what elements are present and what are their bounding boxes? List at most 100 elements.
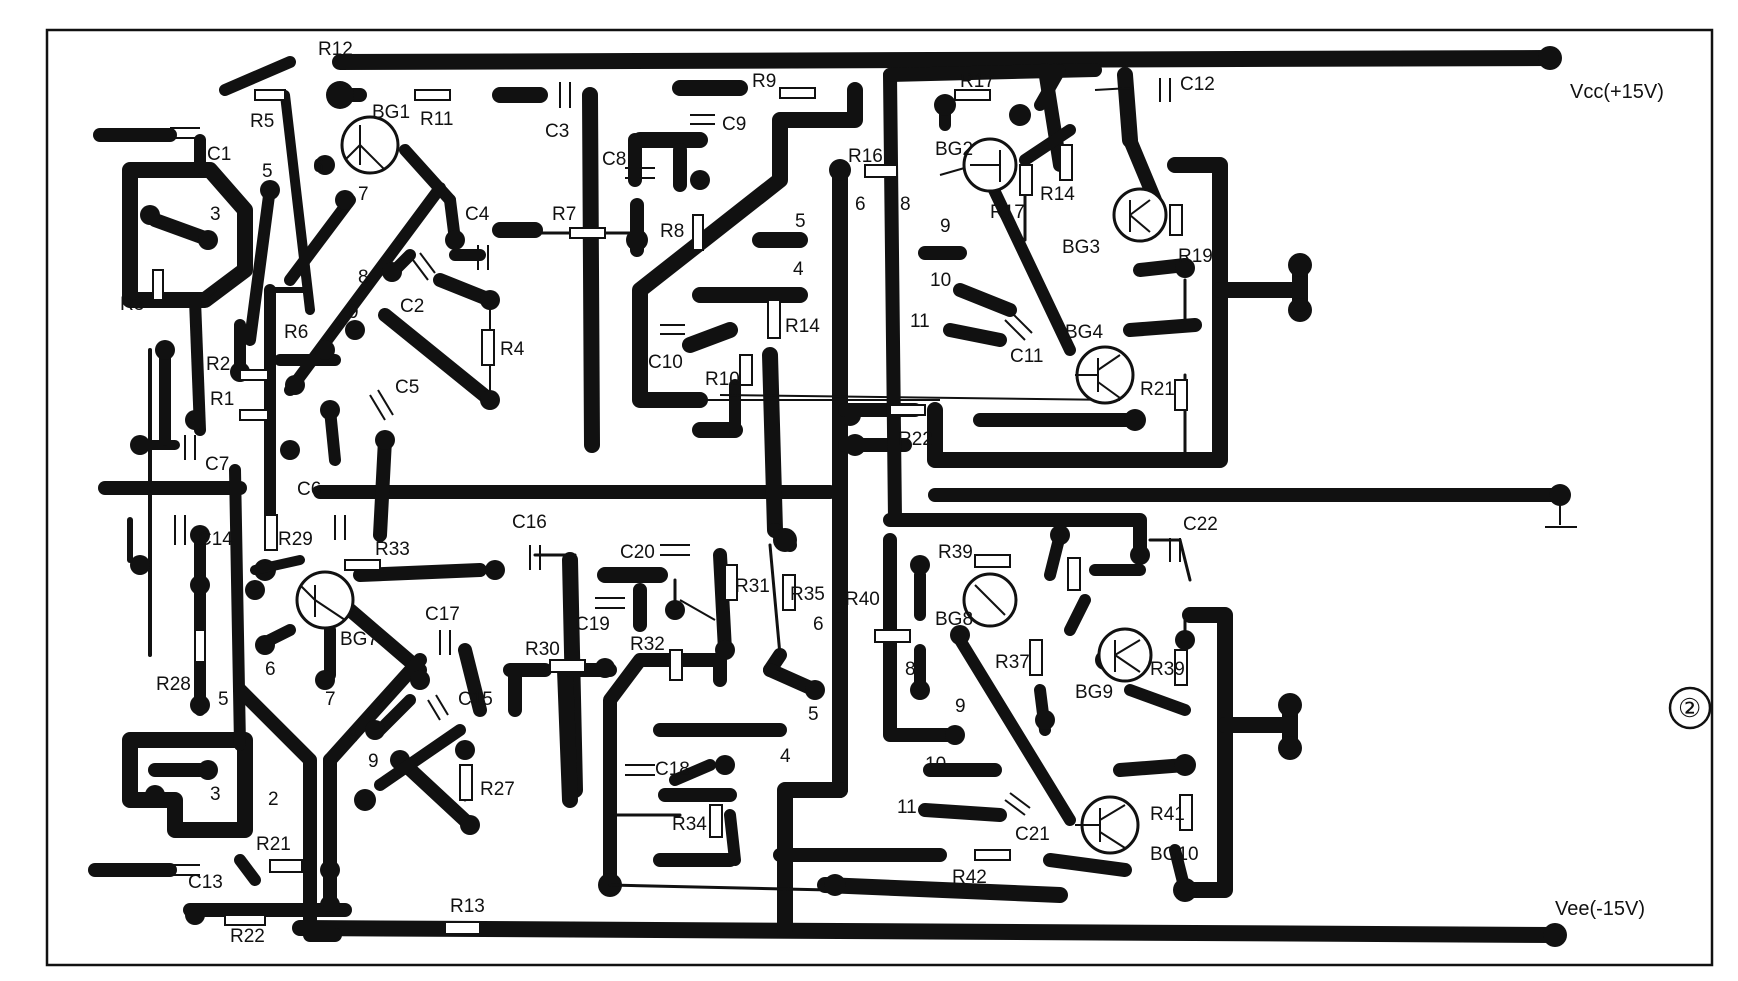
cap-c19 bbox=[595, 597, 625, 609]
rail-ground bbox=[98, 481, 1577, 528]
label-r37: R35 bbox=[790, 584, 825, 605]
cap-c1 bbox=[170, 127, 200, 139]
cap-c10 bbox=[660, 324, 685, 335]
label-r3: R3 bbox=[120, 294, 144, 315]
label-bg8: BG8 bbox=[935, 609, 973, 630]
pin-4-lower-mid: 4 bbox=[780, 746, 791, 767]
label-r17: R17 bbox=[960, 71, 995, 92]
cap-c22 bbox=[1169, 538, 1181, 562]
cap-c3 bbox=[559, 82, 571, 108]
figure-number: ② bbox=[1668, 686, 1712, 730]
transistor-bg1 bbox=[340, 115, 400, 175]
pin-9-lower-left: 9 bbox=[368, 751, 379, 772]
label-c5: C5 bbox=[395, 377, 419, 398]
vcc-label: Vcc(+15V) bbox=[1570, 81, 1664, 103]
label-r29: R21 bbox=[256, 834, 291, 855]
cap-c17 bbox=[439, 630, 451, 655]
label-r41: R39 bbox=[1150, 659, 1185, 680]
pin-11-upper: 11 bbox=[910, 311, 930, 332]
cap-c7 bbox=[184, 435, 196, 460]
board-outline bbox=[45, 28, 1714, 967]
cap-c9 bbox=[690, 114, 715, 125]
label-c9: C9 bbox=[722, 114, 746, 135]
label-c14: C14 bbox=[198, 529, 233, 550]
label-r5: R5 bbox=[250, 111, 274, 132]
label-r16: R16 bbox=[848, 146, 883, 167]
cap-c8 bbox=[625, 167, 655, 179]
label-r13: R13 bbox=[450, 896, 485, 917]
cap-c11 bbox=[1004, 312, 1033, 341]
label-c7: C7 bbox=[205, 454, 229, 475]
pin-8-upper-left: 8 bbox=[358, 267, 369, 288]
figure-number-text: ② bbox=[1678, 693, 1701, 723]
pin-6-upper-mid: 6 bbox=[855, 194, 866, 215]
label-r34: R32 bbox=[630, 634, 665, 655]
pin-7-lower: 7 bbox=[325, 689, 336, 710]
cap-c15 bbox=[427, 694, 449, 721]
label-r12: R12 bbox=[318, 39, 353, 60]
label-r21: R21 bbox=[1140, 379, 1175, 400]
label-r30: R22 bbox=[230, 926, 265, 947]
label-bg9: BG9 bbox=[1075, 682, 1113, 703]
pin-6-upper-left: 6 bbox=[313, 156, 324, 177]
rail-labels: Vcc(+15V) Vee(-15V) bbox=[1555, 81, 1664, 920]
label-c18: C18 bbox=[655, 759, 690, 780]
transistor-bg10 bbox=[1075, 795, 1140, 855]
label-c17: C17 bbox=[425, 604, 460, 625]
label-r7: R7 bbox=[552, 204, 576, 225]
label-r44: R42 bbox=[952, 867, 987, 888]
label-c19: C19 bbox=[575, 614, 610, 635]
resistor-bodies bbox=[152, 87, 1193, 935]
label-r18: R17 bbox=[990, 202, 1025, 223]
pin-9-upper-left: 9 bbox=[348, 302, 359, 323]
cap-c21 bbox=[1004, 792, 1031, 816]
transistor-symbols bbox=[295, 115, 1168, 855]
cap-c6 bbox=[334, 515, 346, 540]
transistor-bg4 bbox=[1075, 345, 1135, 405]
label-bg3: BG3 bbox=[1062, 237, 1100, 258]
cap-c20 bbox=[660, 544, 690, 556]
label-r11: R11 bbox=[420, 109, 453, 130]
label-r4: R4 bbox=[500, 339, 525, 360]
label-r31: R29 bbox=[278, 529, 313, 550]
lower-middle-traces bbox=[557, 543, 1068, 938]
label-r1: R1 bbox=[210, 389, 234, 410]
cap-c4 bbox=[477, 245, 489, 270]
label-c6: C6 bbox=[297, 479, 321, 500]
label-r6: R6 bbox=[284, 322, 308, 343]
pin-10-upper: 10 bbox=[930, 270, 951, 291]
label-c2: C2 bbox=[400, 296, 424, 317]
pin-2-lower: 2 bbox=[268, 789, 279, 810]
pin-11-lower: 11 bbox=[897, 797, 917, 818]
vee-label: Vee(-15V) bbox=[1555, 898, 1645, 920]
pin-10-lower: 10 bbox=[925, 754, 946, 775]
upper-left-traces bbox=[93, 56, 748, 657]
pin-2-upper: 2 bbox=[207, 284, 218, 305]
label-r19: R19 bbox=[1178, 246, 1213, 267]
pin-7-upper: 7 bbox=[358, 184, 369, 205]
lower-right-traces bbox=[883, 513, 1302, 902]
label-r10: R10 bbox=[705, 369, 740, 390]
transistor-bg8 bbox=[962, 572, 1018, 628]
label-c20: C20 bbox=[620, 542, 655, 563]
cap-c14 bbox=[174, 515, 186, 545]
label-bg10: BG10 bbox=[1150, 844, 1199, 865]
pin-8-lower-left: 8 bbox=[348, 726, 359, 747]
pin-4-upper-mid: 4 bbox=[793, 259, 804, 280]
label-c10: C10 bbox=[648, 352, 683, 373]
cap-c13 bbox=[170, 864, 200, 876]
capacitor-symbols bbox=[170, 78, 1181, 876]
transistor-bg2 bbox=[962, 137, 1018, 193]
label-bg1: BG1 bbox=[372, 102, 410, 123]
pin-6-lower-left: 6 bbox=[265, 659, 276, 680]
label-c16: C16 bbox=[512, 512, 547, 533]
label-r42: R40 bbox=[845, 589, 880, 610]
label-c22: C22 bbox=[1183, 514, 1218, 535]
label-r39: R37 bbox=[995, 652, 1030, 673]
label-bg4: BG4 bbox=[1065, 322, 1103, 343]
transistor-bg7 bbox=[295, 570, 355, 630]
label-c3: C3 bbox=[545, 121, 569, 142]
label-r33: R31 bbox=[735, 576, 770, 597]
component-labels: R12 R5 BG1 R11 C3 R9 C9 C8 C1 R16 R17 C1… bbox=[120, 39, 1218, 947]
label-c21: C21 bbox=[1015, 824, 1050, 845]
